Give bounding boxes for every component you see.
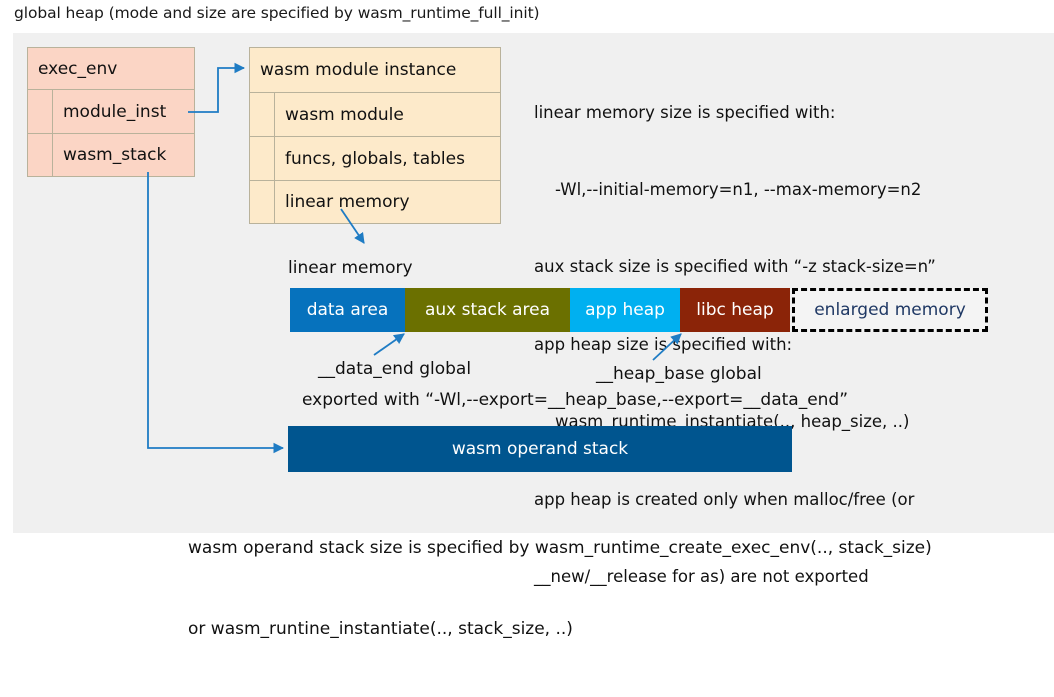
exec-env-field-wasm-stack: wasm_stack xyxy=(28,133,194,176)
wasm-module-label: wasm module xyxy=(285,104,404,125)
memory-segment-libc-heap: libc heap xyxy=(680,288,790,332)
segment-label: libc heap xyxy=(696,300,774,320)
segment-label: app heap xyxy=(585,300,665,320)
note-line: -Wl,--initial-memory=n1, --max-memory=n2 xyxy=(534,179,922,199)
linear-memory-bar-caption: linear memory xyxy=(288,258,413,278)
exec-env-field-module-inst: module_inst xyxy=(28,89,194,133)
module-instance-field-funcs-globals-tables: funcs, globals, tables xyxy=(250,136,500,180)
funcs-globals-tables-label: funcs, globals, tables xyxy=(285,148,465,169)
segment-label: data area xyxy=(306,300,389,320)
note-line: app heap is created only when malloc/fre… xyxy=(534,489,915,509)
segment-label: aux stack area xyxy=(424,300,551,320)
page-title: global heap (mode and size are specified… xyxy=(14,4,540,22)
linear-memory-bar: data area aux stack area app heap libc h… xyxy=(290,288,988,332)
memory-segment-enlarged-memory: enlarged memory xyxy=(792,288,988,332)
module-instance-header-row: wasm module instance xyxy=(250,48,500,92)
note-line: or wasm_runtine_instantiate(.., stack_si… xyxy=(188,619,573,639)
note-line: linear memory size is specified with: xyxy=(534,102,836,122)
indent-gutter xyxy=(28,134,53,176)
annotation-heap-base: __heap_base global xyxy=(596,364,762,384)
segment-label: enlarged memory xyxy=(814,300,966,320)
wasm-module-instance-box: wasm module instance wasm module funcs, … xyxy=(249,47,501,224)
operand-stack-label: wasm operand stack xyxy=(451,439,629,459)
diagram-canvas: global heap (mode and size are specified… xyxy=(13,4,1054,639)
wasm-operand-stack-bar: wasm operand stack xyxy=(288,426,792,472)
indent-gutter xyxy=(250,181,275,223)
note-line: app heap size is specified with: xyxy=(534,334,793,354)
module-instance-field-wasm-module: wasm module xyxy=(250,92,500,136)
indent-gutter xyxy=(250,93,275,136)
note-line: wasm operand stack size is specified by … xyxy=(188,538,932,558)
exec-env-box: exec_env module_inst wasm_stack xyxy=(27,47,195,177)
linear-memory-label: linear memory xyxy=(285,192,410,212)
exec-env-header-row: exec_env xyxy=(28,48,194,89)
note-line: aux stack size is specified with “-z sta… xyxy=(534,257,936,277)
indent-gutter xyxy=(28,90,53,133)
exec-env-header-label: exec_env xyxy=(38,58,118,79)
memory-segment-data-area: data area xyxy=(290,288,405,332)
indent-gutter xyxy=(250,137,275,180)
module-instance-field-linear-memory: linear memory xyxy=(250,180,500,223)
annotation-exported-with: exported with “-Wl,--export=__heap_base,… xyxy=(302,390,849,410)
memory-segment-app-heap: app heap xyxy=(570,288,680,332)
annotation-data-end: __data_end global xyxy=(318,359,472,379)
memory-segment-aux-stack-area: aux stack area xyxy=(405,288,570,332)
module-instance-header-label: wasm module instance xyxy=(260,60,457,80)
operand-stack-note: wasm operand stack size is specified by … xyxy=(188,481,932,697)
wasm-stack-label: wasm_stack xyxy=(63,145,167,165)
module-inst-label: module_inst xyxy=(63,101,167,122)
